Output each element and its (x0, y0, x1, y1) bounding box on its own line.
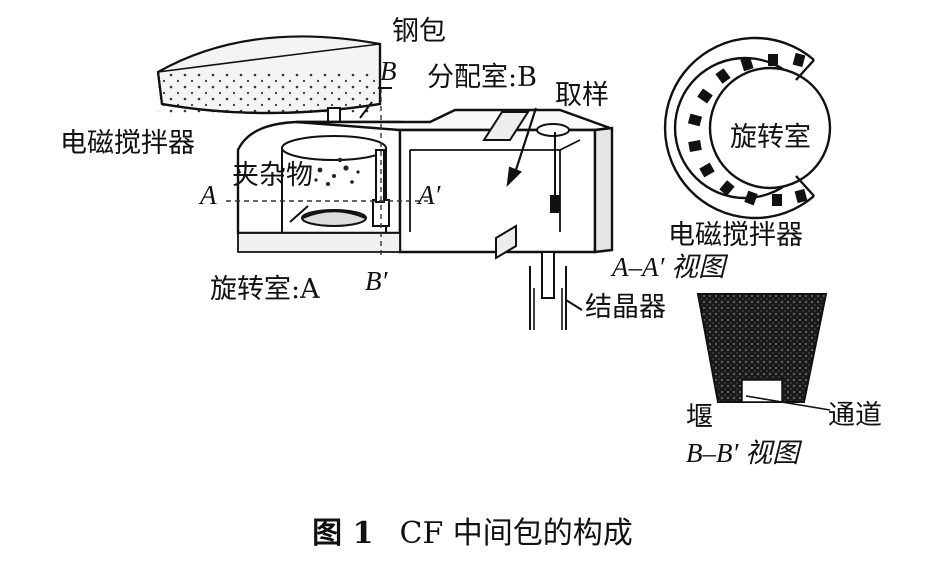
label-rotating-chamber-a: 旋转室:A (210, 274, 320, 305)
stirrer-leader-lines (289, 101, 373, 223)
view-bb-weir (696, 293, 831, 411)
label-view-bb: B–B′ 视图 (686, 438, 800, 468)
figure-number: 图 1 (312, 516, 374, 551)
label-section-a-left: A (200, 180, 217, 210)
rotating-chamber-cylinder (281, 135, 387, 232)
label-weir: 堰 (686, 402, 713, 433)
label-section-b-top: B (380, 56, 397, 86)
label-rotating-chamber-view: 旋转室 (730, 122, 811, 153)
ladle (156, 35, 382, 115)
tundish-body (236, 108, 614, 254)
label-inclusions: 夹杂物 (232, 160, 313, 191)
tundish-spout (482, 111, 530, 260)
sampling-port (536, 123, 570, 213)
label-channel: 通道 (828, 400, 882, 431)
label-section-a-right: A′ (418, 180, 441, 210)
label-section-b-bottom: B′ (365, 266, 388, 296)
label-view-aa: A–A′ 视图 (612, 252, 726, 282)
label-sampling: 取样 (555, 80, 609, 111)
label-crystallizer: 结晶器 (585, 292, 666, 323)
figure-caption: 图 1 CF 中间包的构成 (0, 508, 945, 552)
inclusion-particles (314, 157, 360, 186)
label-distribution-chamber: 分配室:B (427, 62, 537, 93)
weir-baffle (372, 149, 390, 227)
label-ladle: 钢包 (392, 16, 446, 47)
view-aa-coils (687, 52, 808, 206)
label-em-stirrer-left: 电磁搅拌器 (60, 128, 195, 159)
section-lines (226, 88, 428, 258)
crystallizer-mold (529, 251, 583, 330)
label-em-stirrer-right: 电磁搅拌器 (668, 220, 803, 251)
figure-title: CF 中间包的构成 (399, 516, 633, 551)
sampling-arrow (506, 107, 538, 188)
